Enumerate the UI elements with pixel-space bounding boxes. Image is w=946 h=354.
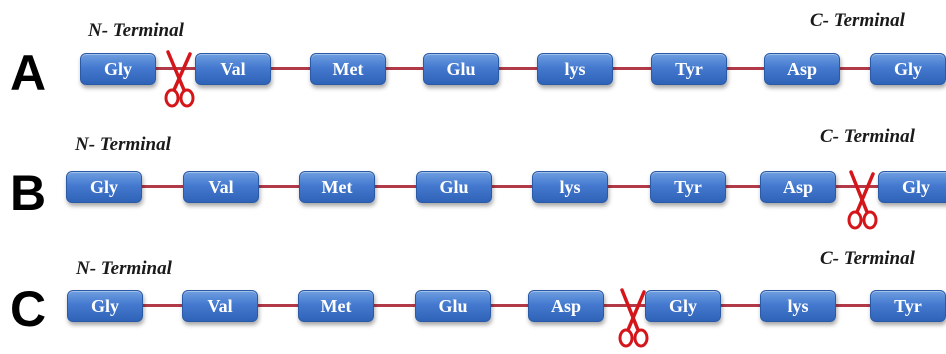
c-terminal-label-a: C- Terminal xyxy=(810,10,905,31)
residue-box: Gly xyxy=(80,53,156,85)
n-terminal-label-a: N- Terminal xyxy=(88,20,184,41)
residue-box: Val xyxy=(182,290,258,322)
residue-box: Asp xyxy=(528,290,604,322)
residue-box: Tyr xyxy=(651,53,727,85)
c-terminal-label-b: C- Terminal xyxy=(820,126,915,147)
row-label-b: B xyxy=(10,165,47,221)
peptide-row-c: C N- Terminal C- Terminal Gly Val Met Gl… xyxy=(0,236,946,354)
scissors-icon xyxy=(164,50,195,108)
residue-box: Gly xyxy=(645,290,721,322)
residue-box: Asp xyxy=(760,171,836,203)
residue-box: Val xyxy=(195,53,271,85)
scissors-icon xyxy=(847,170,878,230)
residue-box: Glu xyxy=(416,171,492,203)
residue-box: Glu xyxy=(423,53,499,85)
row-label-c: C xyxy=(10,281,47,337)
residue-box: Gly xyxy=(870,53,946,85)
residue-box: Tyr xyxy=(870,290,946,322)
residue-box: Glu xyxy=(415,290,491,322)
residue-box: Met xyxy=(299,171,375,203)
residue-box: Val xyxy=(183,171,259,203)
residue-box: Tyr xyxy=(650,171,726,203)
peptide-row-b: B N- Terminal C- Terminal Gly Val Met Gl… xyxy=(0,118,946,236)
residue-box: lys xyxy=(532,171,608,203)
n-terminal-label-c: N- Terminal xyxy=(76,258,172,279)
residue-box: lys xyxy=(760,290,836,322)
scissors-icon xyxy=(618,288,649,348)
residue-box: Met xyxy=(310,53,386,85)
residue-box: Gly xyxy=(67,290,143,322)
residue-box: Gly xyxy=(66,171,142,203)
residue-box: Gly xyxy=(878,171,946,203)
c-terminal-label-c: C- Terminal xyxy=(820,248,915,269)
peptide-bond-chain-a xyxy=(118,67,908,70)
peptide-row-a: A N- Terminal C- Terminal Gly Val Met Gl… xyxy=(0,0,946,118)
peptide-bond-chain-c xyxy=(105,304,915,307)
row-label-a: A xyxy=(10,45,47,101)
residue-box: lys xyxy=(537,53,613,85)
peptide-bond-chain-b xyxy=(105,185,915,188)
residue-box: Met xyxy=(298,290,374,322)
residue-box: Asp xyxy=(764,53,840,85)
n-terminal-label-b: N- Terminal xyxy=(75,134,171,155)
